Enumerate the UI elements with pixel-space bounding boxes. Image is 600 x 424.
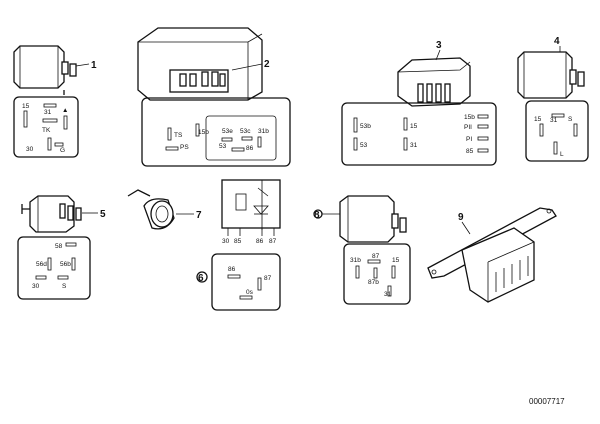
p1-terminal-31: 31 (44, 109, 52, 116)
p3-terminal-15b: 15b (464, 114, 475, 121)
p7-terminal-87: 87 (269, 238, 277, 245)
callout-4: 4 (554, 36, 560, 47)
p7-terminal-86: 86 (256, 238, 264, 245)
part-1-relay: 1 15 31 ▲ TK 30 G (13, 45, 97, 158)
part-2-control-unit: 2 TS 15b PS 53e 53c 31b 53 86 (137, 27, 291, 167)
p8-terminal-31: 31 (384, 291, 392, 298)
part-7-schematic: 30 85 86 87 (221, 179, 281, 245)
p4-terminal-s: S (568, 116, 573, 123)
part-4-relay: 4 15 31 S L (517, 36, 589, 162)
p3-terminal-31: 31 (410, 142, 418, 149)
document-id: 00007717 (529, 397, 565, 406)
part-3-relay: 3 53b 15 53 31 15b PII PI 85 (341, 40, 497, 166)
p6-terminal-86: 86 (228, 266, 236, 273)
p8-terminal-87: 87 (372, 253, 380, 260)
p7-terminal-85: 85 (234, 238, 242, 245)
callout-8: 8 (314, 210, 320, 221)
callout-9: 9 (458, 212, 464, 223)
callout-6: 6 (198, 273, 204, 284)
part-6-relay-base: 86 87 0s 6 (196, 253, 281, 311)
p5-terminal-30: 30 (32, 283, 40, 290)
p8-terminal-15: 15 (392, 257, 400, 264)
p5-terminal-58: 58 (55, 243, 63, 250)
p2-terminal-86: 86 (246, 145, 254, 152)
callout-1: 1 (91, 60, 97, 71)
p2-terminal-31b: 31b (258, 128, 269, 135)
p8-terminal-87b: 87b (368, 279, 379, 286)
p4-terminal-l: L (560, 151, 564, 158)
p5-terminal-56b: 56b (60, 261, 71, 268)
p2-terminal-ts: TS (174, 132, 183, 139)
p7-terminal-30: 30 (222, 238, 230, 245)
p1-terminal-30: 30 (26, 146, 34, 153)
p2-terminal-15b: 15b (198, 129, 209, 136)
callout-7: 7 (196, 210, 202, 221)
p3-terminal-85: 85 (466, 148, 474, 155)
p4-terminal-31: 31 (550, 117, 558, 124)
p6-terminal-0s: 0s (246, 289, 254, 296)
p3-terminal-pi: PI (466, 136, 472, 143)
p2-terminal-53: 53 (219, 143, 227, 150)
p5-terminal-56d: 56d (36, 261, 47, 268)
callout-5: 5 (100, 209, 106, 220)
p3-terminal-53: 53 (360, 142, 368, 149)
part-5-relay: 5 58 56d 56b 30 S (17, 195, 106, 300)
p2-terminal-ps: PS (180, 144, 189, 151)
p3-terminal-15: 15 (410, 123, 418, 130)
callout-2: 2 (264, 59, 270, 70)
p2-terminal-53e: 53e (222, 128, 233, 135)
part-7-sensor: 7 (127, 189, 202, 230)
p1-terminal-a-mark: ▲ (62, 107, 68, 114)
part-8-relay: 8 31b 87 15 87b 31 (313, 195, 411, 305)
p3-terminal-53b: 53b (360, 123, 371, 130)
p3-terminal-pii: PII (464, 124, 472, 131)
p2-terminal-53c: 53c (240, 128, 251, 135)
p4-terminal-15: 15 (534, 116, 542, 123)
p1-terminal-15: 15 (22, 103, 30, 110)
p1-terminal-tk: TK (42, 127, 51, 134)
p6-terminal-87: 87 (264, 275, 272, 282)
callout-3: 3 (436, 40, 442, 51)
part-9-mounting-bracket: 9 (427, 207, 557, 303)
p5-terminal-s: S (62, 283, 67, 290)
p8-terminal-31b: 31b (350, 257, 361, 264)
p1-terminal-g: G (60, 147, 65, 154)
